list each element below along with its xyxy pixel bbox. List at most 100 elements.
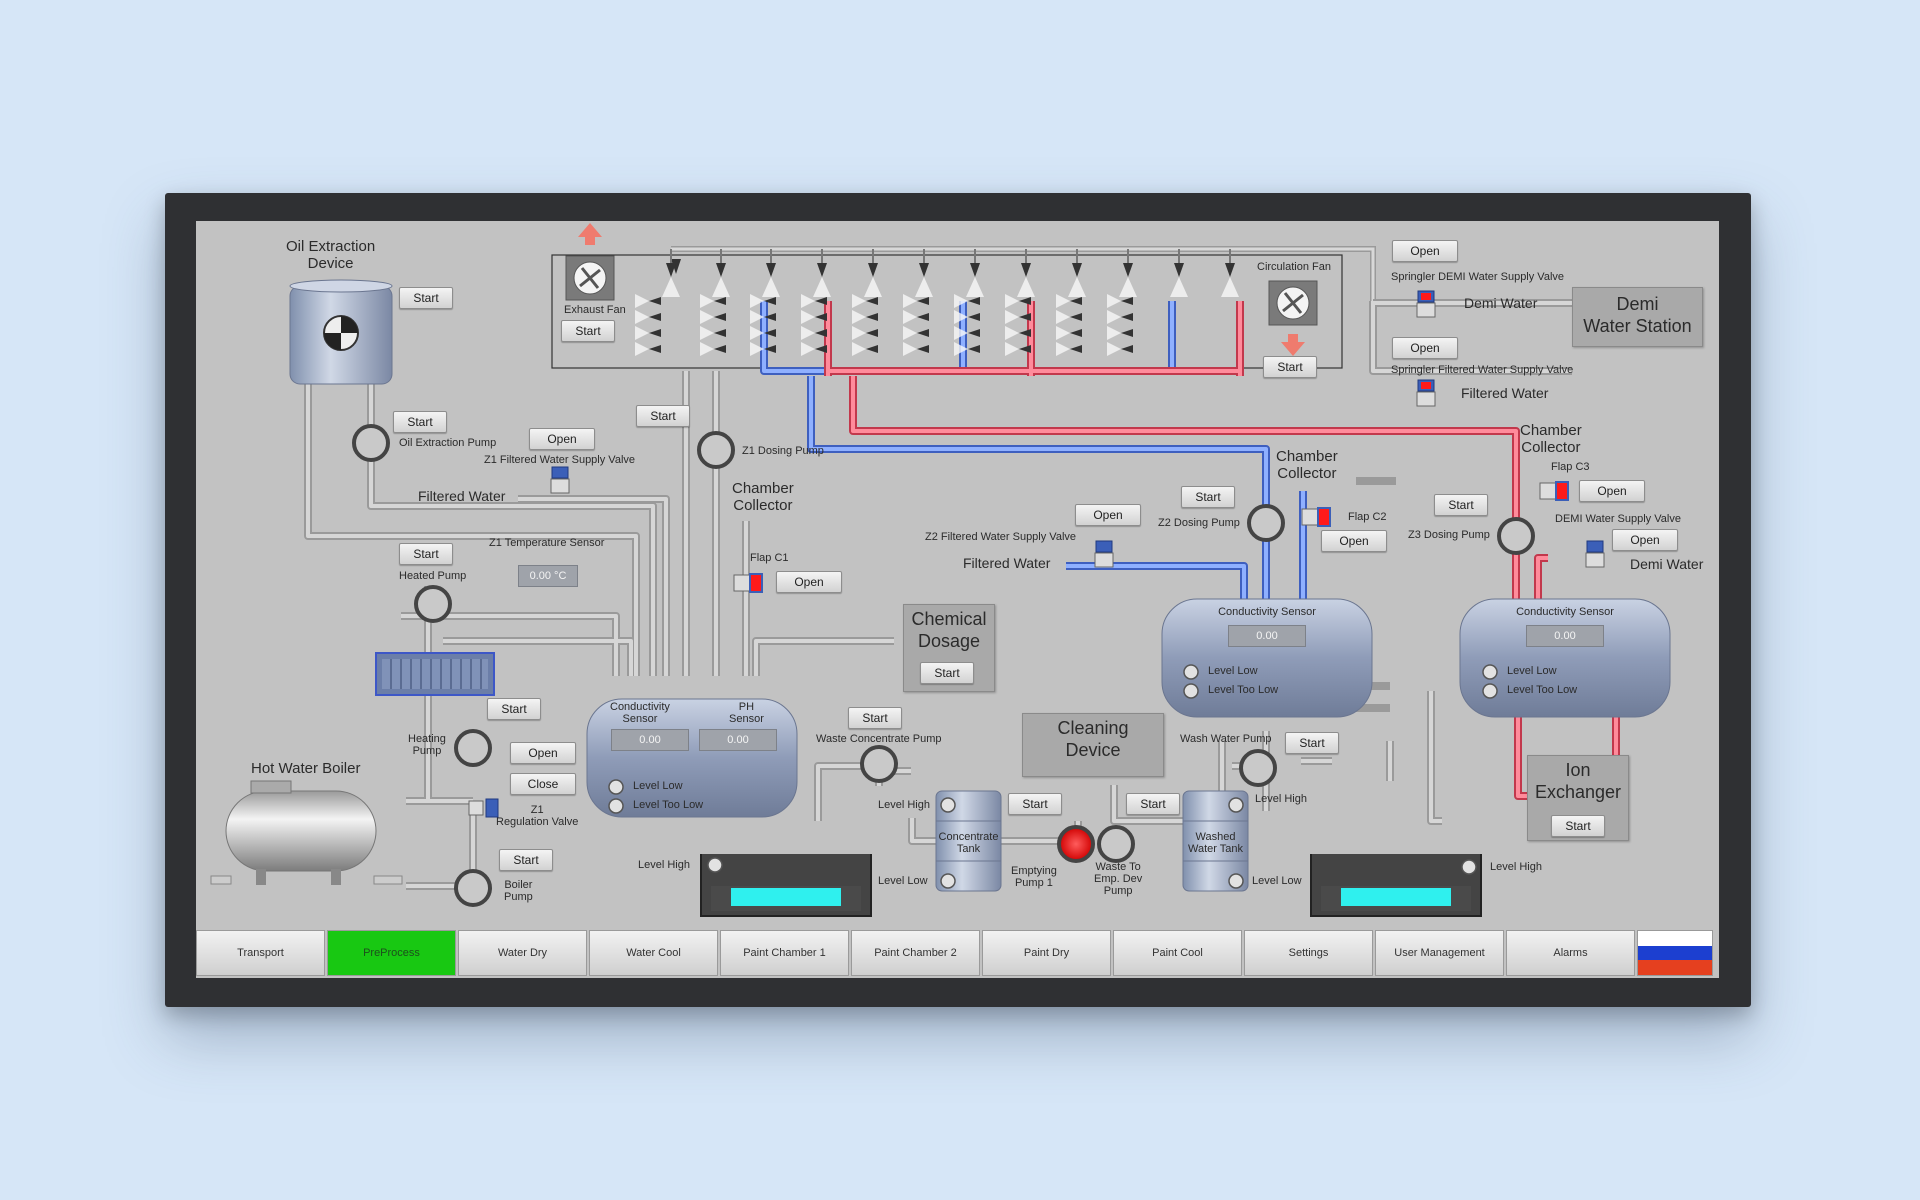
side-nozzle — [815, 313, 827, 321]
side-spray — [1107, 310, 1121, 324]
emptying-pump-1-start-button[interactable]: Start — [1008, 793, 1062, 815]
springler-demi-valve-open-button[interactable]: Open — [1392, 240, 1458, 262]
spray-nozzle — [716, 263, 726, 277]
tab-paint-chamber-1[interactable]: Paint Chamber 1 — [720, 930, 849, 976]
side-spray — [852, 294, 866, 308]
wash-water-pump-start-button[interactable]: Start — [1285, 732, 1339, 754]
side-nozzle — [714, 329, 726, 337]
side-nozzle — [815, 329, 827, 337]
demi-supply-valve-label: DEMI Water Supply Valve — [1555, 513, 1681, 525]
z1-filtered-valve-label: Z1 Filtered Water Supply Valve — [484, 454, 636, 466]
flap-c3-open-button[interactable]: Open — [1579, 480, 1645, 502]
tab-preprocess[interactable]: PreProcess — [327, 930, 456, 976]
z2-level-low-label: Level Low — [1208, 665, 1258, 677]
springler-filtered-valve-open-button[interactable]: Open — [1392, 337, 1458, 359]
side-spray — [1107, 326, 1121, 340]
concentrate-level-high-label: Level High — [878, 799, 930, 811]
z3-conductivity-label: Conductivity Sensor — [1516, 606, 1614, 618]
hot-water-boiler-label: Hot Water Boiler — [251, 760, 361, 777]
z1-level-too-low-label: Level Too Low — [633, 799, 704, 811]
oil-extraction-pump-start-button[interactable]: Start — [393, 411, 447, 433]
z1-ph-label: PH Sensor — [729, 701, 764, 726]
z3-dosing-pump-start-button[interactable]: Start — [1434, 494, 1488, 516]
side-nozzle — [815, 345, 827, 353]
tab-water-cool[interactable]: Water Cool — [589, 930, 718, 976]
side-nozzle — [649, 345, 661, 353]
heating-pump-icon — [454, 729, 492, 767]
russia-flag-icon[interactable] — [1637, 930, 1713, 976]
side-spray — [750, 326, 764, 340]
side-nozzle — [968, 313, 980, 321]
oil-extraction-device-start-button[interactable]: Start — [399, 287, 453, 309]
side-nozzle — [968, 297, 980, 305]
side-spray — [1005, 294, 1019, 308]
side-spray — [635, 294, 649, 308]
z1-filtered-valve-open-button[interactable]: Open — [529, 428, 595, 450]
tab-transport[interactable]: Transport — [196, 930, 325, 976]
side-spray — [1005, 310, 1019, 324]
side-nozzle — [815, 297, 827, 305]
process-diagram — [210, 223, 1671, 917]
side-spray — [903, 294, 917, 308]
z3-level-too-low-label: Level Too Low — [1507, 684, 1578, 696]
side-spray — [635, 326, 649, 340]
hot-water-boiler — [210, 780, 403, 885]
tab-user-management[interactable]: User Management — [1375, 930, 1504, 976]
waste-concentrate-pump-start-button[interactable]: Start — [848, 707, 902, 729]
boiler-pump-start-button[interactable]: Start — [499, 849, 553, 871]
side-spray — [750, 294, 764, 308]
z1-temp-display: 0.00 °C — [518, 565, 578, 587]
z1-regulation-valve-close-button[interactable]: Close — [510, 773, 576, 795]
side-spray — [852, 310, 866, 324]
heating-pump-start-button[interactable]: Start — [487, 698, 541, 720]
demi-supply-valve-open-button[interactable]: Open — [1612, 529, 1678, 551]
spray-cone — [662, 277, 680, 297]
chamber-collector-1-label: Chamber Collector — [732, 480, 794, 514]
side-nozzle — [1019, 345, 1031, 353]
side-spray — [1056, 342, 1070, 356]
side-spray — [700, 326, 714, 340]
heating-pump-label: Heating Pump — [408, 733, 446, 758]
side-nozzle — [1019, 313, 1031, 321]
tab-paint-dry[interactable]: Paint Dry — [982, 930, 1111, 976]
tab-water-dry[interactable]: Water Dry — [458, 930, 587, 976]
tab-settings[interactable]: Settings — [1244, 930, 1373, 976]
spray-cone — [813, 277, 831, 297]
side-nozzle — [649, 313, 661, 321]
spray-cone — [712, 277, 730, 297]
boiler-pump-icon — [454, 869, 492, 907]
concentrate-level-low-label: Level Low — [878, 875, 928, 887]
side-spray — [1107, 342, 1121, 356]
tab-paint-cool[interactable]: Paint Cool — [1113, 930, 1242, 976]
exhaust-fan-start-button[interactable]: Start — [561, 320, 615, 342]
z1-dosing-pump-start-button[interactable]: Start — [636, 405, 690, 427]
washed-level-high-label: Level High — [1255, 793, 1307, 805]
chemical-dosage-start-button[interactable]: Start — [920, 662, 974, 684]
z2-filtered-valve-open-button[interactable]: Open — [1075, 504, 1141, 526]
z1-regulation-valve-open-button[interactable]: Open — [510, 742, 576, 764]
side-nozzle — [764, 297, 776, 305]
side-spray — [1056, 294, 1070, 308]
tab-alarms[interactable]: Alarms — [1506, 930, 1635, 976]
flap-c2-open-button[interactable]: Open — [1321, 530, 1387, 552]
side-nozzle — [917, 297, 929, 305]
side-spray — [954, 294, 968, 308]
side-spray — [700, 294, 714, 308]
demi-water-label-2: Demi Water — [1464, 295, 1538, 311]
flap-c1-open-button[interactable]: Open — [776, 571, 842, 593]
heated-pump-start-button[interactable]: Start — [399, 543, 453, 565]
z2-level-too-low-label: Level Too Low — [1208, 684, 1279, 696]
demi-water-label-1: Demi Water — [1630, 556, 1704, 572]
chamber-collector-3-label: Chamber Collector — [1520, 422, 1582, 456]
waste-concentrate-pump-label: Waste Concentrate Pump — [816, 733, 942, 745]
waste-to-emp-start-button[interactable]: Start — [1126, 793, 1180, 815]
chemical-dosage-title: Chemical Dosage — [911, 609, 987, 651]
tab-paint-chamber-2[interactable]: Paint Chamber 2 — [851, 930, 980, 976]
ion-exchanger-start-button[interactable]: Start — [1551, 815, 1605, 837]
heated-pump-icon — [414, 585, 452, 623]
washed-level-low-label: Level Low — [1252, 875, 1302, 887]
side-nozzle — [1121, 313, 1133, 321]
circulation-fan-start-button[interactable]: Start — [1263, 356, 1317, 378]
springler-filtered-valve-label: Springler Filtered Water Supply Valve — [1391, 364, 1574, 376]
z2-dosing-pump-start-button[interactable]: Start — [1181, 486, 1235, 508]
